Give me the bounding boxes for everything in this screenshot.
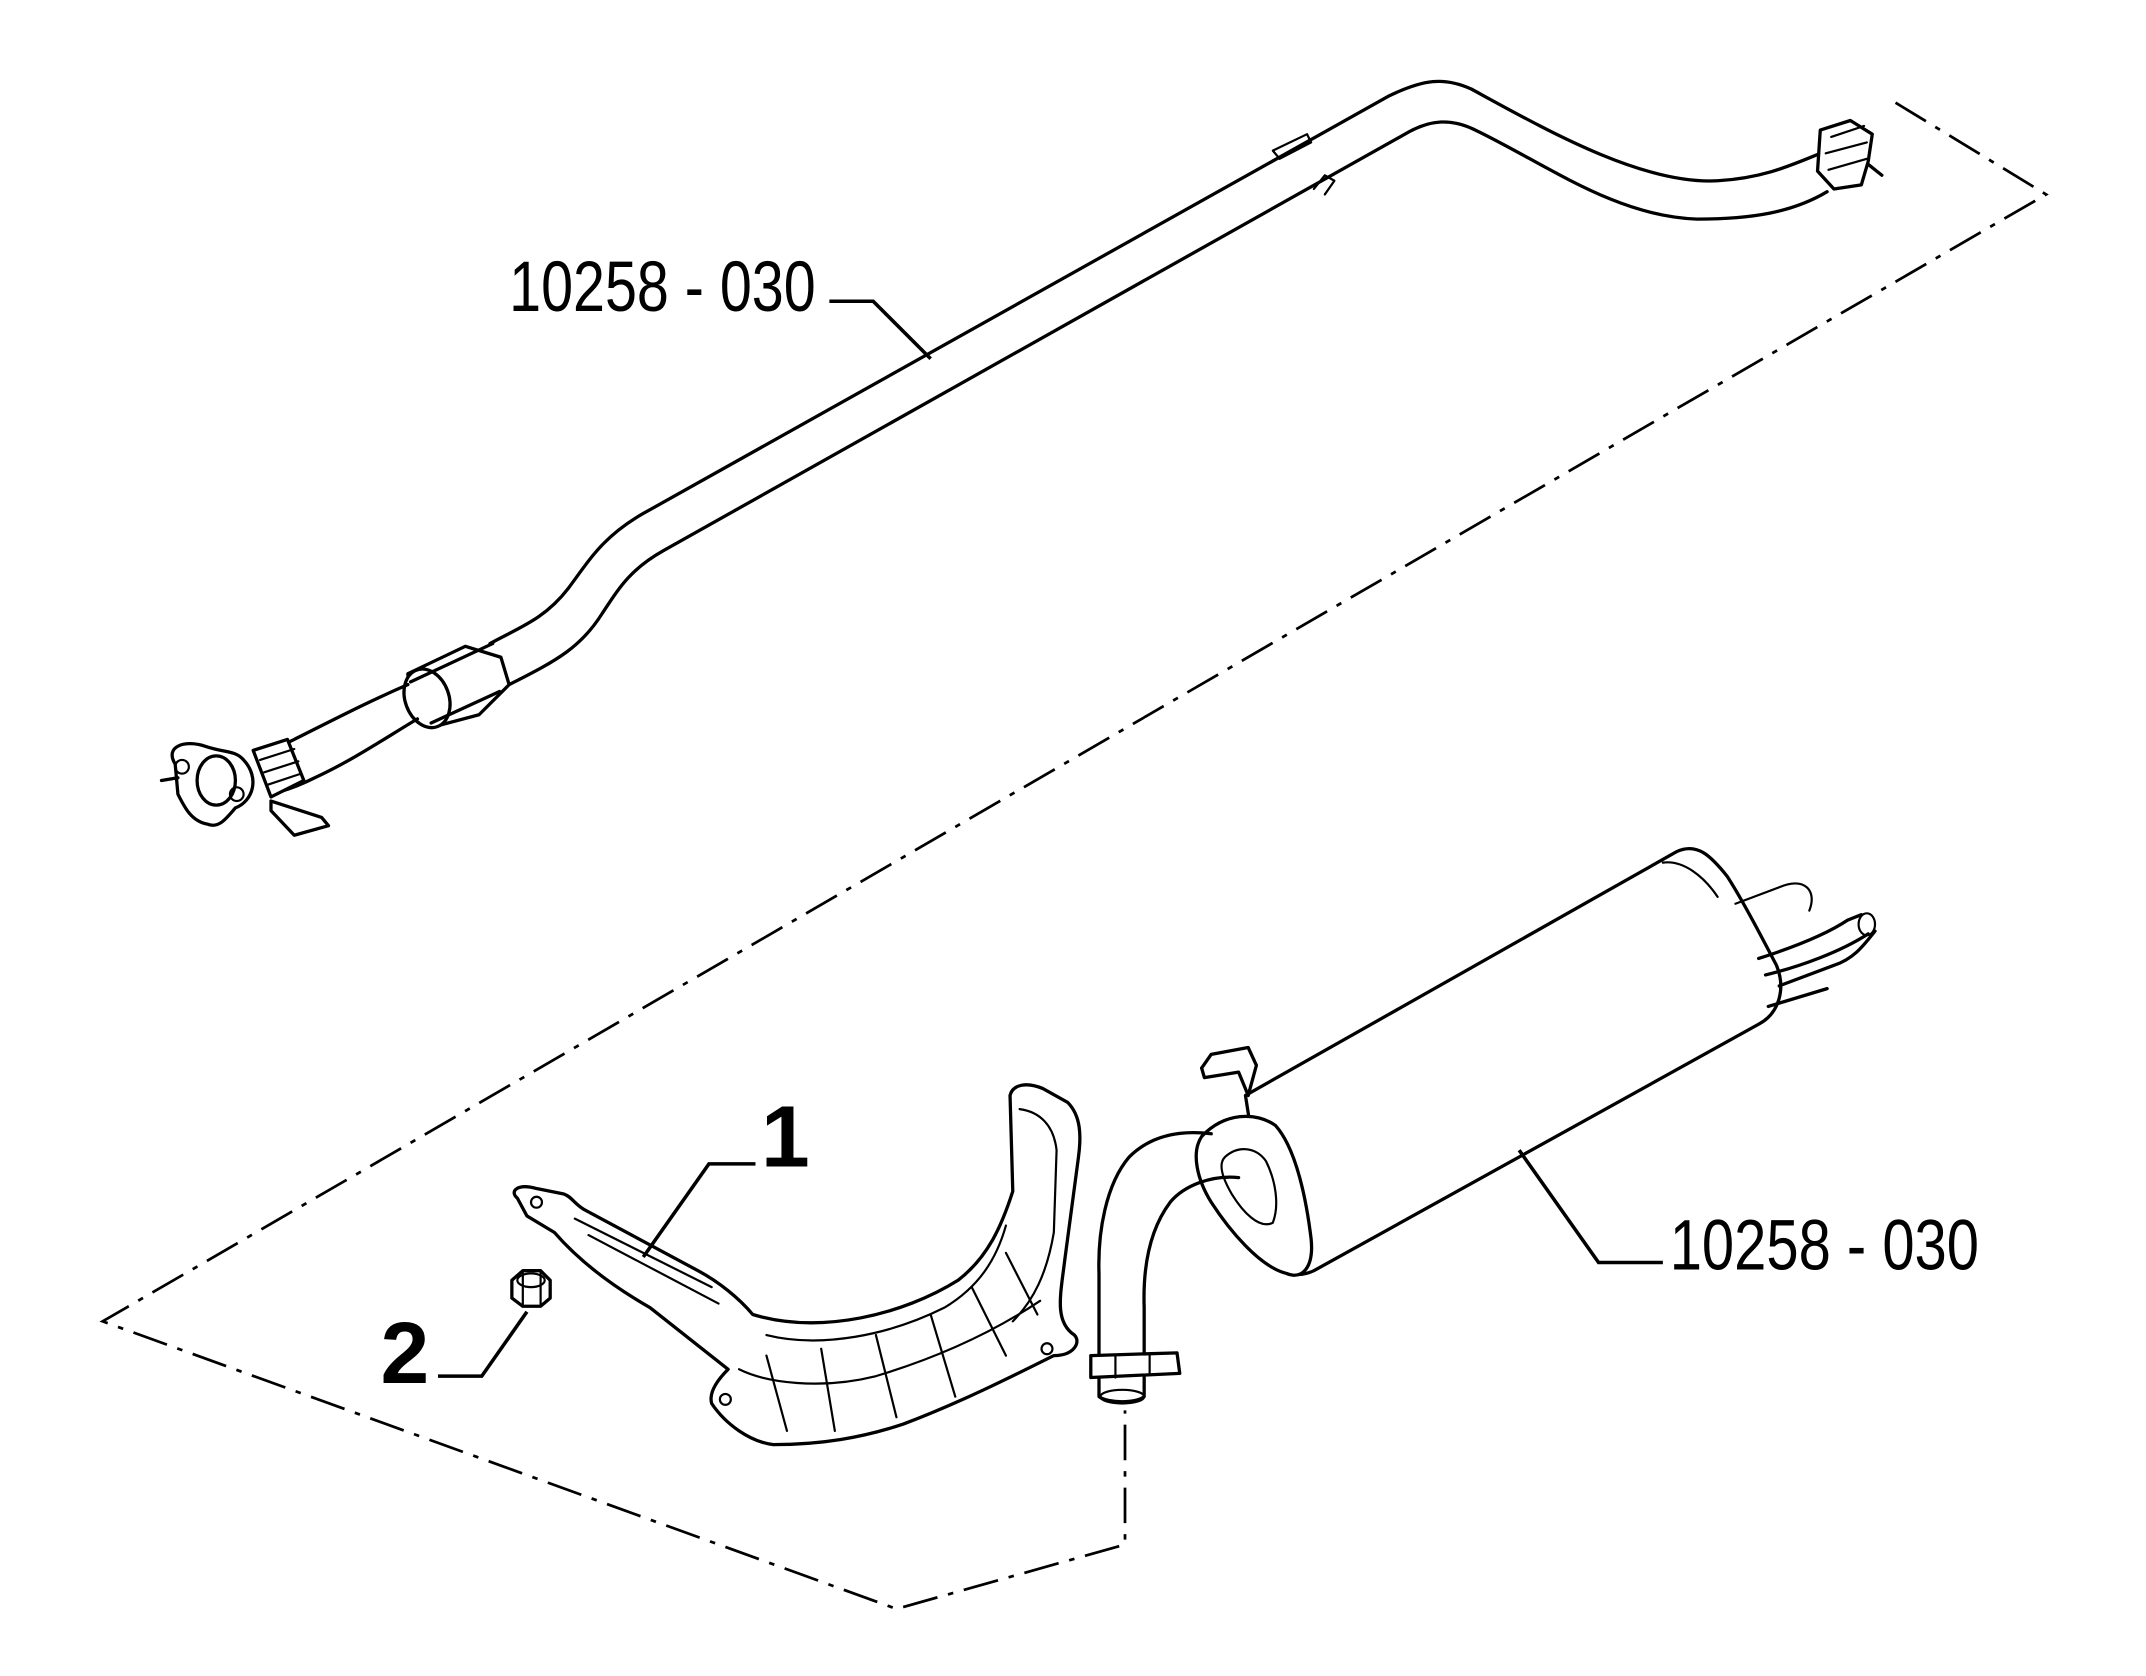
item1-label: 1 bbox=[761, 1088, 810, 1186]
muffler-ref-leader bbox=[1517, 1149, 1663, 1265]
rear-muffler bbox=[1089, 846, 1877, 1405]
pipe-ref-label: 10258 - 030 bbox=[509, 248, 816, 327]
item2-leader bbox=[437, 1310, 529, 1378]
item1-leader bbox=[641, 1162, 756, 1259]
assembly-boundary-line bbox=[99, 101, 2049, 1611]
exhaust-pipe-assembly bbox=[159, 79, 1884, 837]
heat-shield bbox=[512, 1083, 1082, 1447]
item2-label: 2 bbox=[380, 1304, 429, 1402]
nut bbox=[510, 1269, 552, 1308]
muffler-ref-label: 10258 - 030 bbox=[1670, 1206, 1979, 1285]
pipe-ref-leader bbox=[829, 299, 932, 361]
